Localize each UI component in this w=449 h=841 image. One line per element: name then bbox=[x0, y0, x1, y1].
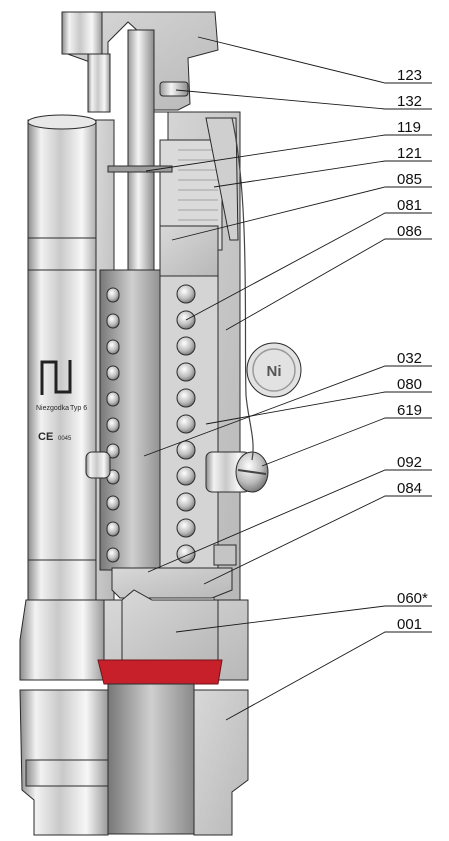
niezgodka-logo-icon bbox=[40, 360, 72, 395]
ni-lead-seal-badge: Ni bbox=[246, 342, 302, 398]
callout-labels: 123 132 119 121 085 081 086 032 080 619 … bbox=[397, 67, 428, 633]
thread-lines bbox=[178, 149, 218, 221]
callout-081: 081 bbox=[397, 197, 422, 214]
body-side-screw bbox=[85, 451, 111, 479]
callout-085: 085 bbox=[397, 171, 422, 188]
spring-plate-lower bbox=[111, 544, 237, 599]
model-stamp: Typ 6 bbox=[70, 405, 87, 412]
lifting-lever-pin bbox=[205, 451, 269, 493]
ce-mark: CE bbox=[38, 431, 53, 443]
callout-060: 060* bbox=[397, 590, 428, 607]
callout-123: 123 bbox=[397, 67, 422, 84]
brand-stamp: Niezgodka bbox=[36, 405, 69, 412]
callout-619: 619 bbox=[397, 402, 422, 419]
ce-number: 0045 bbox=[58, 436, 72, 442]
seal-badge-label: Ni bbox=[267, 363, 282, 380]
leader-lines bbox=[143, 36, 432, 721]
body-marking: Niezgodka Typ 6 CE 0045 bbox=[36, 360, 87, 443]
callout-032: 032 bbox=[397, 350, 422, 367]
spring-coils-left bbox=[106, 287, 120, 563]
callout-092: 092 bbox=[397, 454, 422, 471]
callout-121: 121 bbox=[397, 145, 422, 162]
spring-coils-right bbox=[176, 284, 196, 564]
callout-086: 086 bbox=[397, 223, 422, 240]
callout-001: 001 bbox=[397, 616, 422, 633]
lower-body bbox=[19, 589, 249, 836]
callout-119: 119 bbox=[397, 119, 421, 136]
seal-wire bbox=[231, 117, 254, 461]
callout-080: 080 bbox=[397, 376, 422, 393]
red-seal-ring bbox=[97, 659, 223, 685]
callout-084: 084 bbox=[397, 480, 422, 497]
callout-132: 132 bbox=[397, 93, 422, 110]
